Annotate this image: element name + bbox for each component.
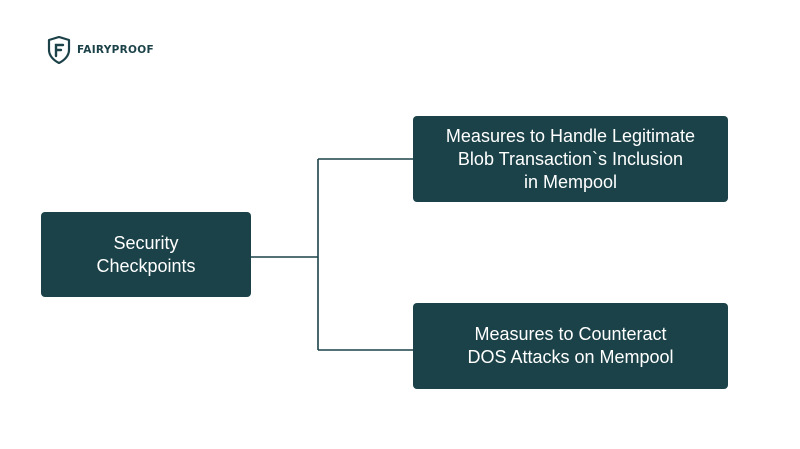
shield-f-icon: [47, 36, 71, 64]
node-label: Security Checkpoints: [96, 232, 196, 276]
node-security-checkpoints: Security Checkpoints: [41, 212, 251, 297]
node-legitimate-blob-inclusion: Measures to Handle Legitimate Blob Trans…: [413, 116, 728, 202]
node-label: Measures to Handle Legitimate Blob Trans…: [445, 125, 696, 192]
brand-logo: FAIRYPROOF: [47, 36, 154, 64]
brand-name: FAIRYPROOF: [77, 44, 154, 56]
node-label: Measures to Counteract DOS Attacks on Me…: [467, 324, 674, 367]
node-dos-countermeasures: Measures to Counteract DOS Attacks on Me…: [413, 303, 728, 389]
